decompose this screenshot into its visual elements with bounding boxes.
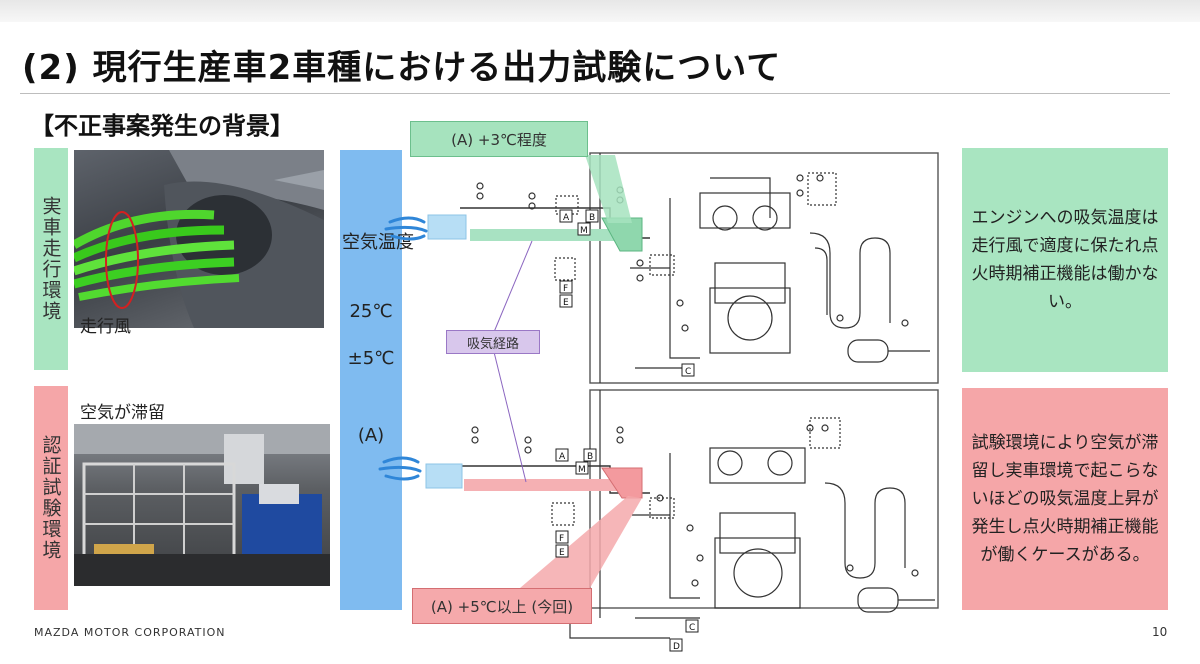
slide-title: (2) 現行生産車2車種における出力試験について [22, 48, 782, 88]
diagram-letter-b: B [589, 213, 595, 223]
certification-environment-label: 認証試験環境 [34, 386, 68, 610]
footer-company: MAZDA MOTOR CORPORATION [34, 626, 226, 639]
real-environment-explanation: エンジンへの吸気温度は走行風で適度に保たれ点火時期補正機能は働かない。 [962, 148, 1168, 372]
diagram-letter-a: A [563, 213, 570, 223]
diagram-letter-c: C [685, 367, 691, 377]
temperature-marker: (A) [357, 425, 385, 446]
diagram-letter-b-lower: B [587, 452, 593, 462]
schematic-upper [460, 152, 939, 384]
certification-environment-explanation: 試験環境により空気が滞留し実車環境で起こらないほどの吸気温度上昇が発生し点火時期… [962, 388, 1168, 610]
page-number: 10 [1152, 625, 1168, 639]
diagram-letter-f: F [563, 284, 568, 294]
temperature-callout-upper: (A) +3℃程度 [410, 121, 588, 157]
diagram-letter-e-lower: E [559, 548, 565, 558]
diagram-letter-f-lower: F [559, 534, 564, 544]
temperature-callout-lower: (A) +5℃以上 (今回) [412, 588, 592, 624]
air-stagnation-label: 空気が滞留 [80, 403, 165, 423]
intake-route-label: 吸気経路 [446, 330, 540, 354]
section-subtitle: 【不正事案発生の背景】 [30, 112, 294, 140]
test-lab-image [74, 424, 330, 586]
diagram-letter-d: D [673, 642, 680, 652]
diagram-letter-a-lower: A [559, 452, 566, 462]
intake-temperature-column [340, 150, 402, 610]
real-environment-label: 実車走行環境 [34, 148, 68, 370]
schematic-lower [460, 389, 939, 639]
temperature-tolerance: ±5℃ [347, 348, 395, 369]
engine-intake-schematic: A B M F E C A B M F E C D [378, 152, 939, 652]
diagram-letter-m-lower: M [578, 465, 586, 475]
diagram-letter-m: M [580, 226, 588, 236]
temperature-value: 25℃ [349, 301, 393, 322]
running-wind-label: 走行風 [80, 317, 131, 337]
diagram-letter-c-lower: C [689, 623, 695, 633]
real-environment-text: エンジンへの吸気温度は走行風で適度に保たれ点火時期補正機能は働かない。 [971, 208, 1159, 312]
title-divider [20, 93, 1170, 94]
top-bar [0, 0, 1200, 22]
diagram-letter-e: E [563, 298, 569, 308]
certification-environment-text: 試験環境により空気が滞留し実車環境で起こらないほどの吸気温度上昇が発生し点火時期… [971, 433, 1159, 565]
car-airflow-image [74, 150, 324, 328]
